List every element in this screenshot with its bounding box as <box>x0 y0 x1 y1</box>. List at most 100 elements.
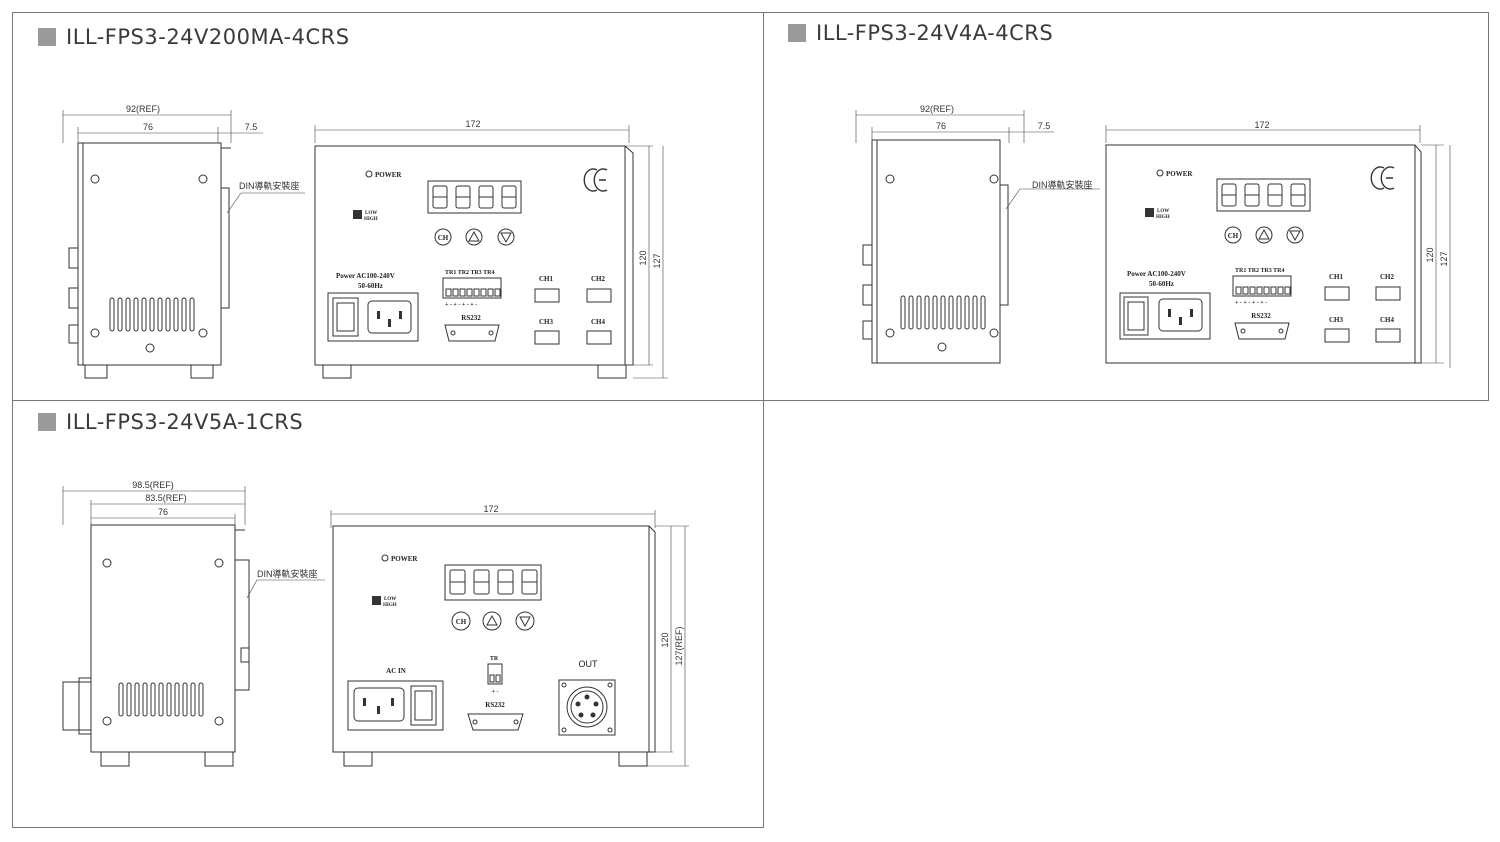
power-input-label: Power AC100-240V <box>336 272 395 280</box>
svg-text:HIGH: HIGH <box>383 603 397 608</box>
drawing-set: 92(REF) 76 7.5 <box>62 104 668 379</box>
vent-slots <box>118 682 204 717</box>
dim-76: 76 <box>143 122 153 132</box>
tr-terminal-block <box>442 277 502 299</box>
svg-text:+ -: + - <box>492 689 499 695</box>
low-high-switch <box>353 210 362 219</box>
rs232-label: RS232 <box>1251 312 1271 320</box>
ch2-connector <box>1375 286 1401 301</box>
dim-width: 172 <box>1254 120 1269 130</box>
panel-title: ILL-FPS3-24V4A-4CRS <box>788 21 1053 45</box>
power-input-freq: 50-60Hz <box>1149 280 1174 288</box>
ac-inlet-module <box>1119 292 1211 340</box>
ch4-connector <box>586 330 612 345</box>
up-button-icon <box>482 611 502 631</box>
panel-title-text: ILL-FPS3-24V4A-4CRS <box>816 21 1054 45</box>
ce-mark-icon <box>583 168 608 192</box>
svg-text:LOW: LOW <box>365 211 377 216</box>
ch1-connector <box>534 288 560 303</box>
svg-text:HIGH: HIGH <box>1156 215 1170 220</box>
ch4-connector <box>1375 328 1401 343</box>
title-square-icon <box>38 28 56 46</box>
dim-120: 120 <box>1425 247 1435 262</box>
svg-text:+ - + - + - + -: + - + - + - + - <box>445 302 477 308</box>
rs232-port-icon <box>1234 322 1290 340</box>
dim-ref-2: 83.5(REF) <box>145 493 187 503</box>
svg-text:CH3: CH3 <box>539 318 554 326</box>
ac-inlet-module <box>347 680 444 731</box>
svg-text:CH1: CH1 <box>539 275 554 283</box>
dim-width: 172 <box>483 504 498 514</box>
down-button-icon <box>497 228 515 246</box>
side-view: 92(REF) 76 7.5 <box>62 104 305 379</box>
panel-title: ILL-FPS3-24V5A-1CRS <box>38 410 303 434</box>
svg-text:CH: CH <box>456 618 467 626</box>
side-view: 92(REF) 76 7.5 DIN導軌安裝座 <box>855 104 1100 364</box>
svg-text:CH2: CH2 <box>1380 273 1395 281</box>
power-input-freq: 50-60Hz <box>358 282 383 290</box>
tr-labels: TR1 TR2 TR3 TR4 <box>445 270 495 276</box>
power-label: POWER <box>1166 170 1193 178</box>
ch1-connector <box>1324 286 1350 301</box>
power-label: POWER <box>375 171 402 179</box>
power-led-icon <box>381 554 389 562</box>
dim-ref: 92(REF) <box>126 104 160 114</box>
out-connector <box>558 679 616 736</box>
ch-button <box>434 228 452 246</box>
ac-inlet-module <box>327 292 419 342</box>
down-button-icon <box>515 611 535 631</box>
svg-text:+ - + - + - + -: + - + - + - + - <box>1235 300 1267 306</box>
power-led-icon <box>365 170 373 178</box>
side-view: 98.5(REF) 83.5(REF) 76 <box>62 480 325 767</box>
power-label: POWER <box>391 555 418 563</box>
title-square-icon <box>788 24 806 42</box>
up-button-icon <box>465 228 483 246</box>
rs232-port-icon <box>444 324 500 342</box>
svg-text:CH3: CH3 <box>1329 316 1344 324</box>
title-square-icon <box>38 413 56 431</box>
down-button-icon <box>1286 226 1304 244</box>
din-rail-label: DIN導軌安裝座 <box>257 568 318 579</box>
tr-terminal-block <box>487 663 503 685</box>
dim-120: 120 <box>660 632 670 647</box>
svg-text:CH: CH <box>438 234 449 242</box>
svg-text:CH4: CH4 <box>1380 316 1395 324</box>
svg-text:CH1: CH1 <box>1329 273 1344 281</box>
dim-76: 76 <box>158 507 168 517</box>
svg-text:CH2: CH2 <box>591 275 606 283</box>
tr-labels: TR1 TR2 TR3 TR4 <box>1235 268 1285 274</box>
front-view: 172 120 127 POWER LOW HIGH CH <box>314 119 668 379</box>
rs232-port-icon <box>467 713 524 731</box>
dim-7-5: 7.5 <box>245 122 258 132</box>
ch-button <box>1224 226 1242 244</box>
power-led-icon <box>1156 169 1164 177</box>
din-rail-label: DIN導軌安裝座 <box>239 180 300 191</box>
svg-text:LOW: LOW <box>384 597 396 602</box>
dim-127: 127 <box>652 253 662 268</box>
vent-slots <box>109 297 195 332</box>
seven-seg-display <box>1216 178 1311 212</box>
tr-terminal-block <box>1232 275 1292 297</box>
out-label: OUT <box>579 659 599 669</box>
tr-label: TR <box>490 656 499 662</box>
front-view: 172 120 127(REF) POWER LOW HIGH CH <box>330 504 689 767</box>
power-input-label: Power AC100-240V <box>1127 270 1186 278</box>
front-view: 172 120 127 POWER LOW HIGH CH <box>1105 120 1451 368</box>
svg-text:LOW: LOW <box>1157 209 1169 214</box>
ce-mark-icon <box>1370 166 1395 190</box>
vent-slots <box>900 295 986 330</box>
ch3-connector <box>534 330 560 345</box>
dim-7-5: 7.5 <box>1038 121 1051 131</box>
up-button-icon <box>1255 226 1273 244</box>
panel-title: ILL-FPS3-24V200MA-4CRS <box>38 25 350 49</box>
rs232-label: RS232 <box>485 701 505 709</box>
panel-ill-fps3-24v200ma-4crs: ILL-FPS3-24V200MA-4CRS 92(REF) 76 7.5 <box>12 12 764 401</box>
dim-127: 127 <box>1439 251 1449 266</box>
ch-button <box>451 611 471 631</box>
dim-width: 172 <box>465 119 480 129</box>
panel-title-text: ILL-FPS3-24V200MA-4CRS <box>66 25 350 49</box>
panel-ill-fps3-24v5a-1crs: ILL-FPS3-24V5A-1CRS 98.5(REF) 83.5(REF) … <box>12 400 764 828</box>
drawing-set: 92(REF) 76 7.5 DIN導軌安裝座 <box>855 104 1451 368</box>
dim-120: 120 <box>638 250 648 265</box>
low-high-switch <box>1145 208 1154 217</box>
